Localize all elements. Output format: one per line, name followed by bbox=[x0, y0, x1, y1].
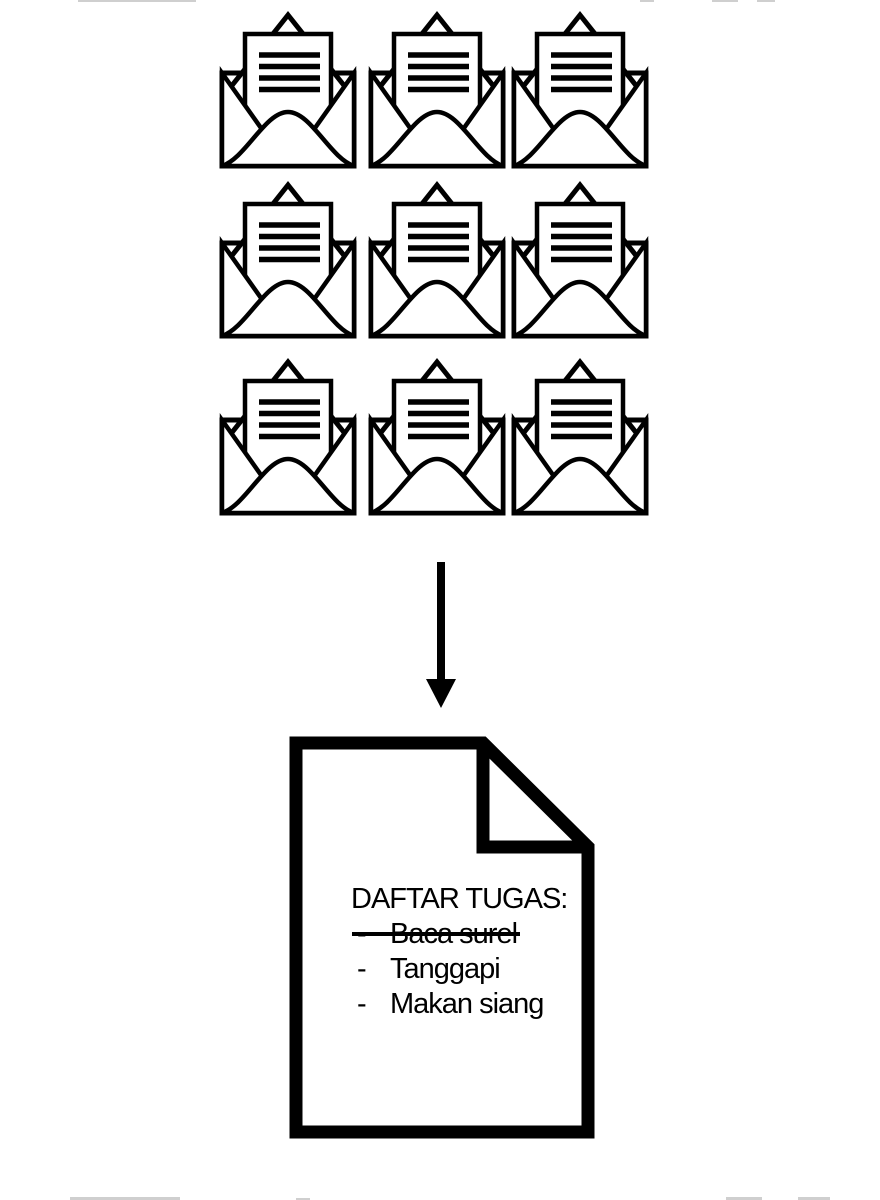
page-edge-artifact bbox=[798, 1197, 830, 1200]
todo-item-makan-siang: - Makan siang bbox=[351, 987, 581, 1022]
page-edge-artifact bbox=[726, 1197, 762, 1200]
page-edge-artifact bbox=[757, 0, 775, 2]
todo-item-marker: - bbox=[357, 953, 367, 985]
open-envelope-letter-icon bbox=[217, 179, 359, 341]
open-envelope-letter-icon bbox=[509, 179, 651, 341]
open-envelope-letter-icon bbox=[366, 356, 508, 518]
strikethrough-line bbox=[352, 932, 520, 936]
page-edge-artifact bbox=[70, 1197, 180, 1200]
todo-item-label: Tanggapi bbox=[390, 953, 501, 985]
open-envelope-letter-icon bbox=[366, 9, 508, 171]
page-edge-artifact bbox=[712, 0, 738, 2]
open-envelope-letter-icon bbox=[217, 9, 359, 171]
todo-item-label: Makan siang bbox=[390, 988, 544, 1020]
page-edge-artifact bbox=[296, 1198, 310, 1200]
open-envelope-letter-icon bbox=[509, 356, 651, 518]
open-envelope-letter-icon bbox=[217, 356, 359, 518]
document-folded-corner-icon bbox=[289, 736, 595, 1139]
arrow-down-icon bbox=[426, 562, 456, 708]
todo-title: DAFTAR TUGAS: bbox=[351, 883, 568, 915]
todo-item-marker: - bbox=[357, 988, 367, 1020]
page-edge-artifact bbox=[78, 0, 196, 2]
open-envelope-letter-icon bbox=[366, 179, 508, 341]
todo-item-tanggapi: - Tanggapi bbox=[351, 952, 581, 987]
open-envelope-letter-icon bbox=[509, 9, 651, 171]
page-edge-artifact bbox=[640, 0, 654, 2]
todo-list: DAFTAR TUGAS: - Baca surel - Tanggapi - … bbox=[351, 882, 581, 1022]
